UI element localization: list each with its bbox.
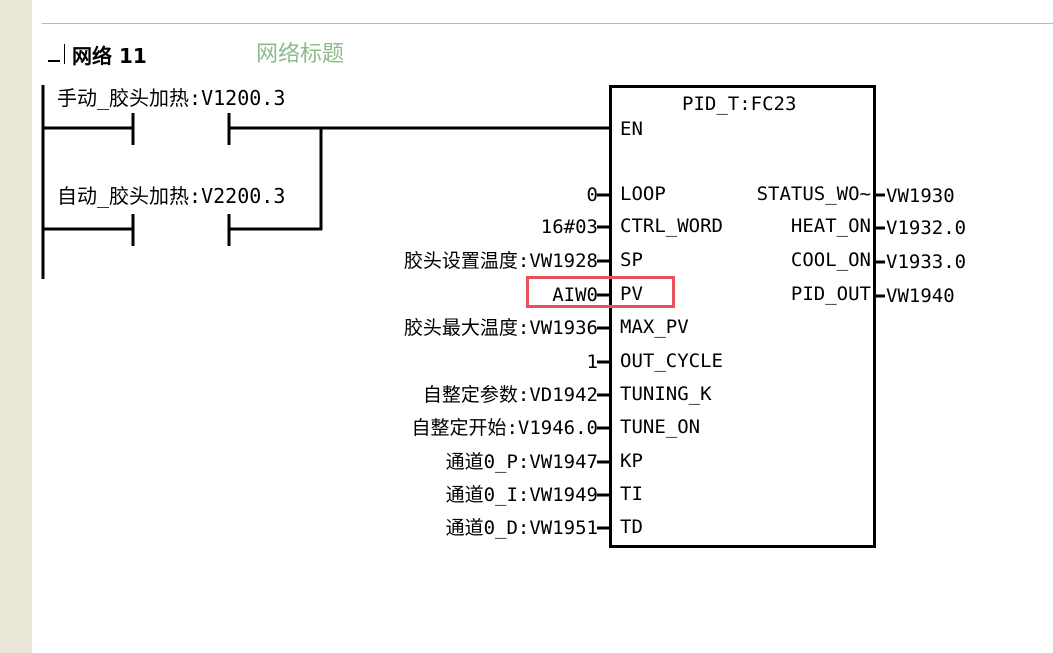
operand-loop[interactable]: 0 xyxy=(586,184,598,206)
pin-cool-on: COOL_ON xyxy=(790,249,871,271)
collapse-toggle[interactable] xyxy=(47,42,65,64)
pin-en: EN xyxy=(620,118,643,140)
pin-td: TD xyxy=(620,516,643,538)
network-title[interactable]: 网络标题 xyxy=(256,42,345,67)
operand-ctrl-word[interactable]: 16#03 xyxy=(540,216,598,238)
operand-td[interactable]: 通道0_D:VW1951 xyxy=(445,517,598,539)
pv-highlight-frame xyxy=(526,276,675,308)
operand-kp[interactable]: 通道0_P:VW1947 xyxy=(445,451,598,473)
pin-tune-on: TUNE_ON xyxy=(620,416,701,438)
operand-max-pv[interactable]: 胶头最大温度:VW1936 xyxy=(403,317,598,339)
operand-tune-on[interactable]: 自整定开始:V1946.0 xyxy=(411,417,598,439)
operand-tuning-k[interactable]: 自整定参数:VD1942 xyxy=(422,384,598,406)
pid-function-block[interactable] xyxy=(609,85,876,548)
operand-pid-out[interactable]: VW1940 xyxy=(886,285,955,307)
pin-max-pv: MAX_PV xyxy=(620,316,689,338)
toggle-divider xyxy=(64,44,65,64)
pin-heat-on: HEAT_ON xyxy=(790,215,871,237)
operand-cool-on[interactable]: V1933.0 xyxy=(886,251,967,273)
operand-status-word[interactable]: VW1930 xyxy=(886,185,955,207)
pin-out-cycle: OUT_CYCLE xyxy=(620,350,723,372)
pin-ctrl-word: CTRL_WORD xyxy=(620,215,723,237)
pin-status-word: STATUS_WO~ xyxy=(756,183,871,205)
operand-pv[interactable]: AIW0 xyxy=(552,284,598,306)
block-name: PID_T:FC23 xyxy=(682,93,797,115)
operand-sp[interactable]: 胶头设置温度:VW1928 xyxy=(403,250,598,272)
pin-loop: LOOP xyxy=(620,183,666,205)
network-label: 网络 11 xyxy=(72,44,147,68)
pin-sp: SP xyxy=(620,249,643,271)
network-separator xyxy=(42,23,1053,24)
left-gutter xyxy=(0,0,32,653)
contact-label-manual: 手动_胶头加热:V1200.3 xyxy=(57,86,286,110)
operand-out-cycle[interactable]: 1 xyxy=(586,351,598,373)
pin-tuning-k: TUNING_K xyxy=(620,383,712,405)
operand-heat-on[interactable]: V1932.0 xyxy=(886,217,967,239)
operand-ti[interactable]: 通道0_I:VW1949 xyxy=(445,484,598,506)
minus-icon xyxy=(48,60,60,62)
pin-pid-out: PID_OUT xyxy=(790,283,871,305)
pin-ti: TI xyxy=(620,483,643,505)
pin-pv: PV xyxy=(620,283,643,305)
contact-label-auto: 自动_胶头加热:V2200.3 xyxy=(57,184,286,208)
pin-kp: KP xyxy=(620,450,643,472)
